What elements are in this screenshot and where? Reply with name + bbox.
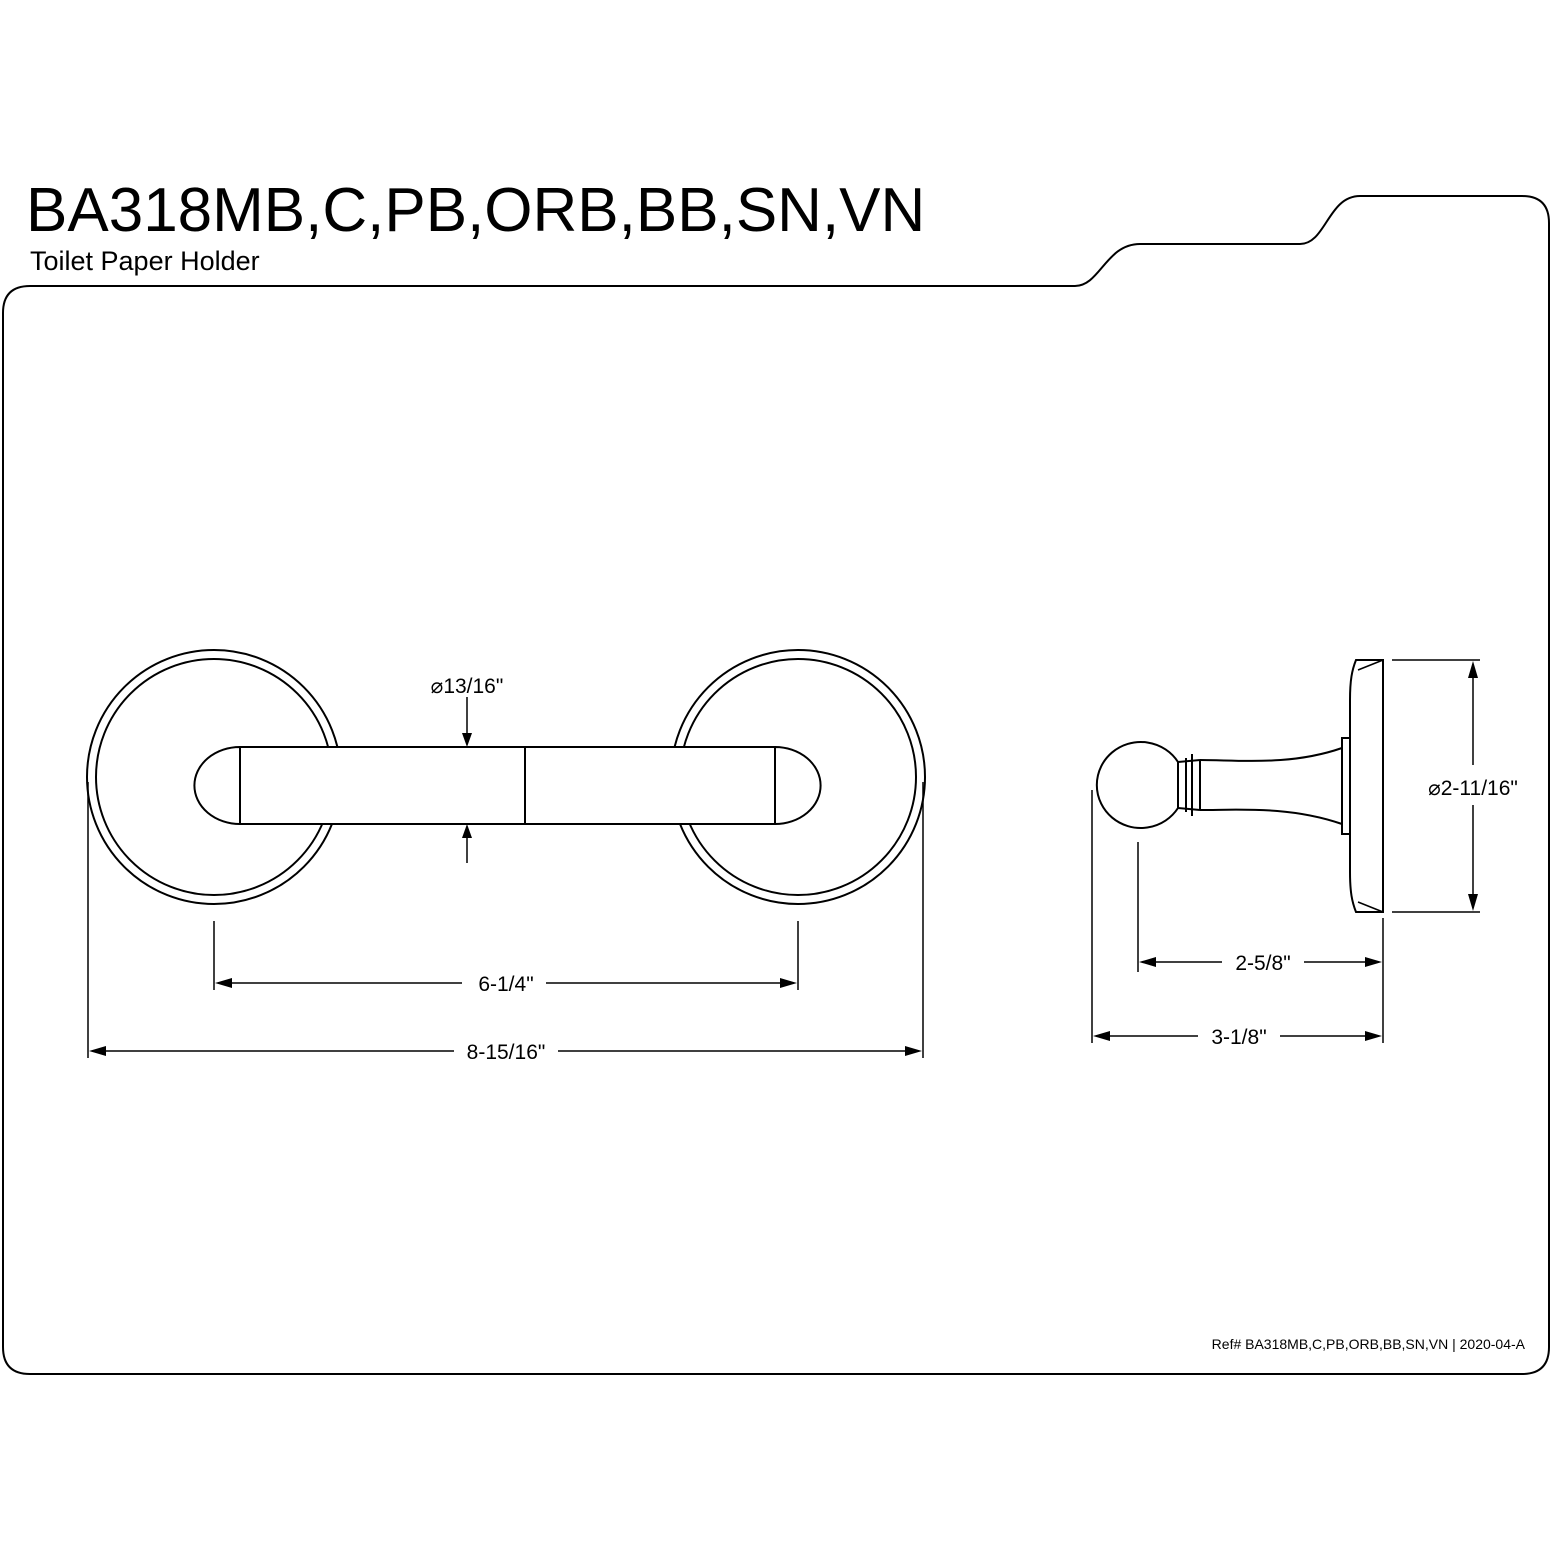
reference-code: Ref# BA318MB,C,PB,ORB,BB,SN,VN | 2020-04… xyxy=(1212,1336,1526,1352)
post-spacing-label: 6-1/4" xyxy=(478,973,533,996)
flange-diameter-label: ⌀2-11/16" xyxy=(1428,777,1518,800)
drawing-border xyxy=(2,195,1550,1375)
post-diameter-label: ⌀13/16" xyxy=(431,675,504,698)
model-title: BA318MB,C,PB,ORB,BB,SN,VN xyxy=(26,176,925,245)
side-stem xyxy=(1199,747,1343,825)
overall-projection-label: 3-1/8" xyxy=(1211,1026,1266,1049)
side-end-ball xyxy=(1095,741,1179,829)
right-end-ball xyxy=(774,745,822,826)
left-end-ball xyxy=(193,745,241,826)
product-subtitle: Toilet Paper Holder xyxy=(30,246,260,276)
front-view: ⌀13/16" 6-1/4" 8-15/16" xyxy=(86,649,926,1064)
overall-width-label: 8-15/16" xyxy=(467,1041,546,1064)
projection-to-post-label: 2-5/8" xyxy=(1235,952,1290,975)
side-flange xyxy=(1349,659,1384,913)
side-view: ⌀2-11/16" 2-5/8" 3-1/8" xyxy=(1091,659,1518,1049)
